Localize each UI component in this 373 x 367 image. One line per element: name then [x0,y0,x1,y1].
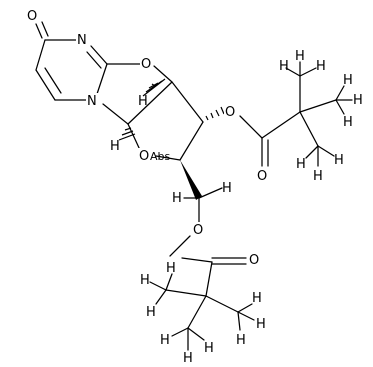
pyrimidinone-ring [35,21,108,101]
bond-c6-c5 [35,69,56,101]
bond-cq2-ch3b [205,295,239,313]
bond-cq1-ch3c [299,111,319,147]
atom-h-methyl-7: H [334,153,344,168]
bond-anomeric-c-ring [127,81,173,125]
bond-ch2-h2 [198,187,223,199]
bond-c5-c2 [35,39,46,71]
bond-n3-c4 [90,45,108,65]
bond-cq2-ch3a [165,289,207,297]
atom-h-methyl-11: H [166,261,176,276]
atom-h-methyl-3: H [353,93,363,108]
atom-h-stereo3: H [172,191,182,206]
atom-h-methyl-17: H [204,341,214,356]
bond-o-c-ester2 [169,235,191,257]
atom-o-ester2: O [193,223,203,238]
abs-label: Abs [150,150,171,163]
stereo-wedge [180,160,202,200]
bond-c3-c4 [179,121,204,161]
bond-c6-c5-double [44,67,62,94]
atom-h-methyl-8: H [313,169,323,184]
atom-h-methyl: H [279,59,289,74]
stereo-hash-2 [118,127,136,141]
atom-h-stereo4: H [222,181,232,196]
fused-core [102,63,204,161]
atom-h-methyl-15: H [160,333,170,348]
bond-n1-c-anomeric [102,103,129,125]
atom-h-methyl-13: H [256,317,266,332]
bond-c4-o-furan [155,155,181,161]
bond-n3-c4-double [86,51,102,69]
bond-ester2-c [181,257,213,263]
bond-c-cq2 [205,261,213,297]
bond-c4-n1 [96,63,108,95]
atom-o-furan: O [139,149,149,164]
atom-o-ketone: O [27,9,37,24]
atom-h-methyl-4: H [343,73,353,88]
atom-o-oxazole: O [141,57,151,72]
atom-h-methyl-2: H [316,59,326,74]
atom-n-ring: N [77,33,87,48]
bond-cq2-ch3c [187,295,207,329]
atom-h-stereo2: H [110,139,120,154]
bond-ketone-2 [41,21,49,37]
atom-o-ester1: O [225,105,235,120]
bond-c-ox-c3 [171,81,204,123]
bond-c-cq1 [261,111,301,139]
bond-o-c-ester1 [239,115,263,139]
atom-o-carbonyl2: O [249,253,259,268]
atom-h-methyl-10: H [146,305,156,320]
pivaloyl-ester-1 [205,61,353,167]
atom-h-methyl-12: H [252,291,262,306]
atom-h-methyl-6: H [296,157,306,172]
atom-h-stereo1: H [138,94,148,109]
pivaloyl-ester-2 [149,160,255,351]
bond-ketone-1 [35,23,43,39]
atom-h-methyl-16: H [183,351,193,366]
atom-h-methyl-14: H [236,333,246,348]
atom-n-bridge: N [87,94,97,109]
atom-h-methyl-5: H [343,115,353,130]
atom-o-carbonyl1: O [257,169,267,184]
atom-labels: O N N O O Abs O O O O H H H H H H H H H … [26,8,363,366]
bond-cq1-ch3b [299,99,337,113]
stereo-hash-1 [142,78,166,97]
atom-h-methyl-1: H [295,49,305,64]
atom-h-methyl-9: H [140,273,150,288]
bond-o-ox-c [153,65,173,83]
